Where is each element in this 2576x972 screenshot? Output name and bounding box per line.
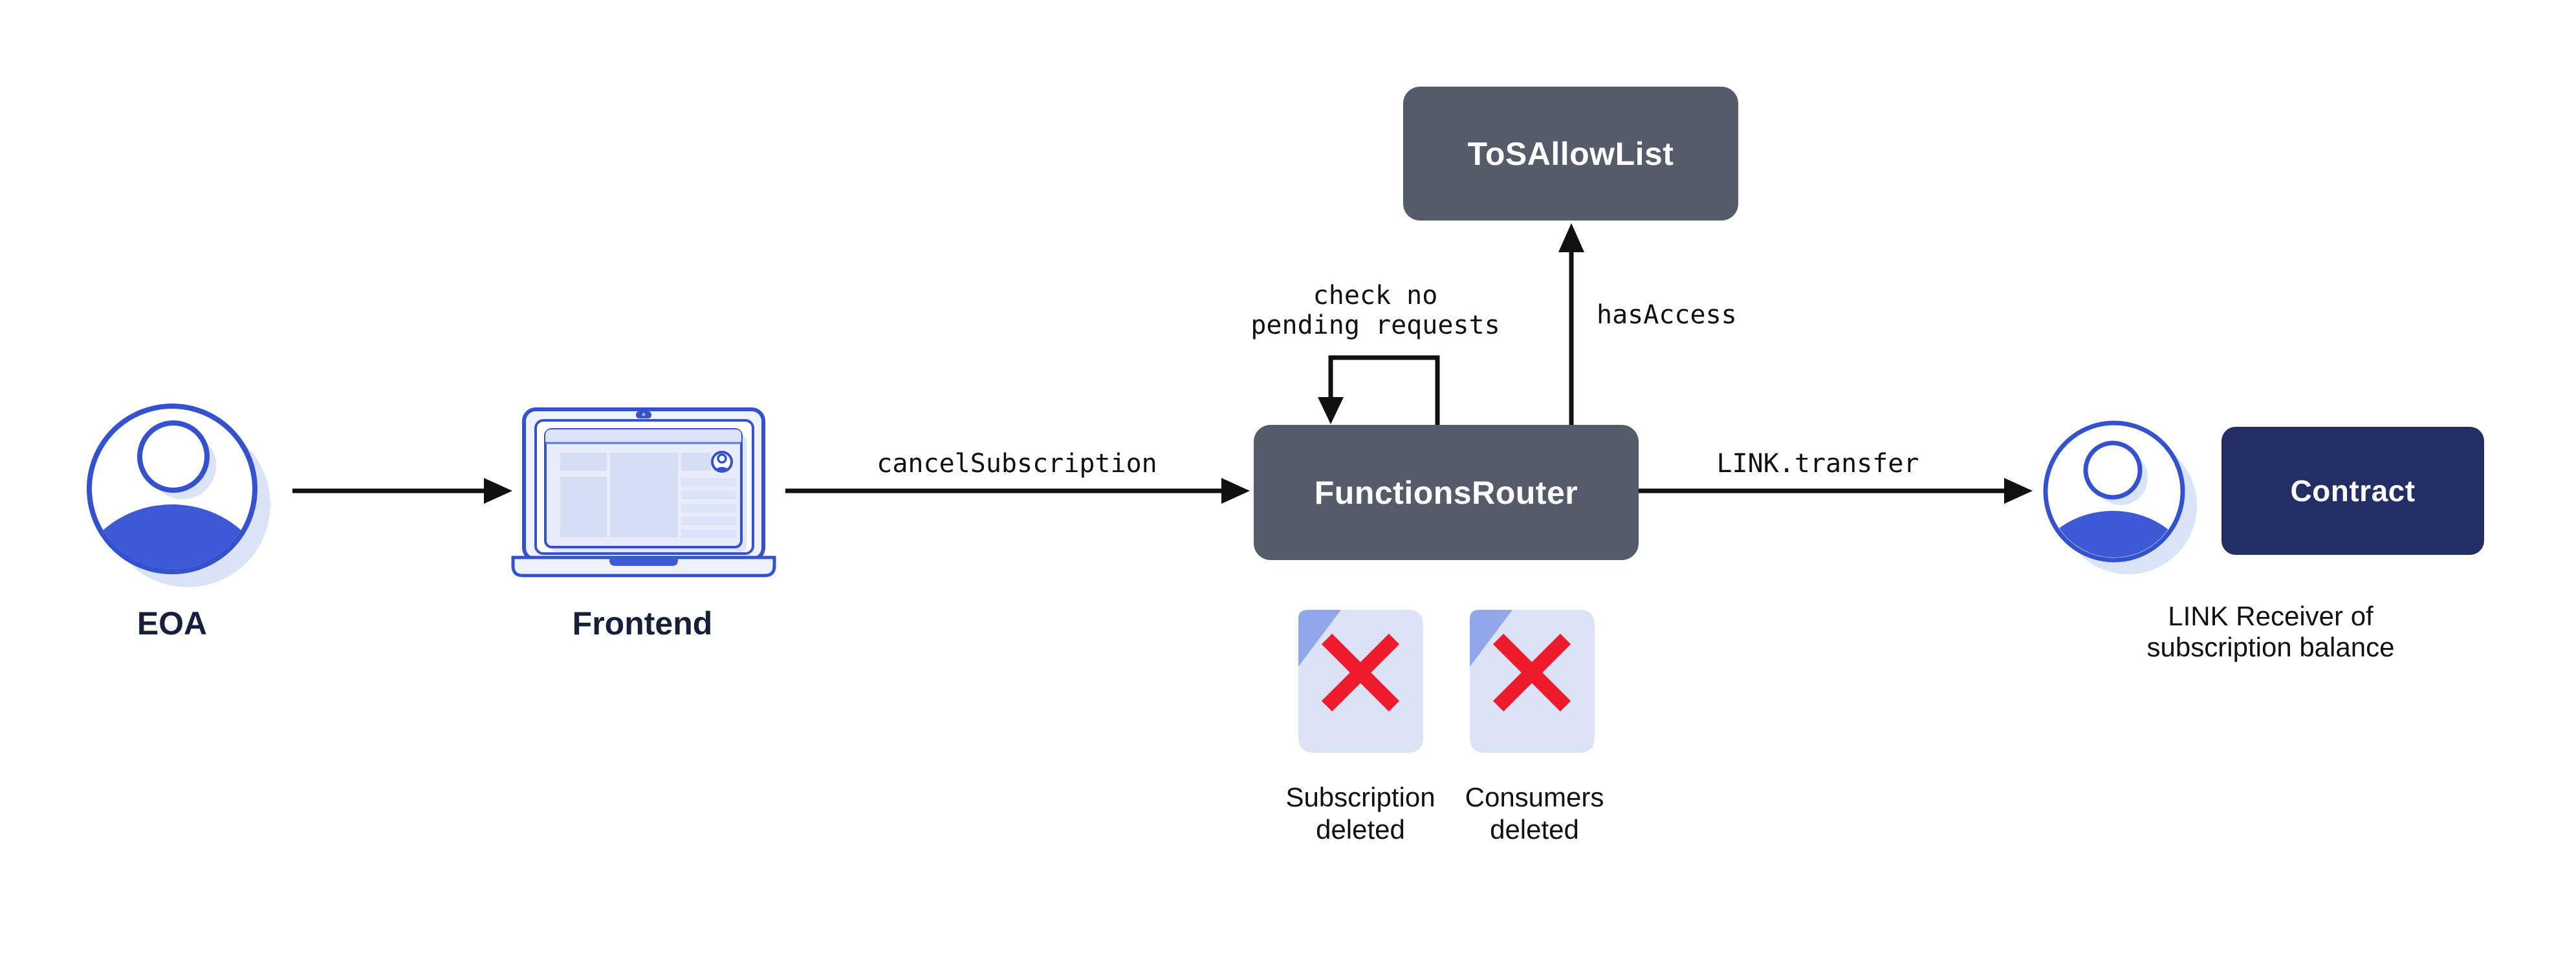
delete-x-icon bbox=[1321, 633, 1400, 712]
edge-label-has-access: hasAccess bbox=[1597, 300, 1737, 330]
consumers-deleted-label: Consumers deleted bbox=[1437, 781, 1632, 846]
frontend-label: Frontend bbox=[572, 605, 713, 642]
consumers-deleted-doc-icon bbox=[1470, 610, 1595, 753]
frontend-laptop-icon bbox=[511, 407, 776, 578]
contract-node: Contract bbox=[2221, 427, 2484, 555]
receiver-caption: LINK Receiver of subscription balance bbox=[2102, 601, 2439, 663]
edge-label-cancel-subscription: cancelSubscription bbox=[877, 449, 1157, 479]
tos-allow-list-label: ToSAllowList bbox=[1467, 135, 1674, 172]
functions-router-node: FunctionsRouter bbox=[1254, 425, 1639, 560]
edge-label-line2: pending requests bbox=[1250, 310, 1500, 340]
subscription-deleted-label: Subscription deleted bbox=[1263, 781, 1457, 846]
arrow-router-to-receiver bbox=[1639, 478, 2033, 504]
arrow-frontend-to-router bbox=[785, 478, 1250, 504]
delete-x-icon bbox=[1492, 633, 1571, 712]
contract-label: Contract bbox=[2290, 474, 2416, 508]
browser-user-avatar-icon bbox=[711, 451, 733, 473]
subscription-deleted-doc-icon bbox=[1298, 610, 1423, 753]
tos-allow-list-node: ToSAllowList bbox=[1403, 87, 1738, 221]
functions-router-label: FunctionsRouter bbox=[1314, 474, 1578, 511]
consumers-deleted-line2: deleted bbox=[1490, 814, 1579, 845]
receiver-caption-line1: LINK Receiver of bbox=[2168, 601, 2374, 631]
edge-label-link-transfer: LINK.transfer bbox=[1716, 449, 1919, 479]
subscription-deleted-line2: deleted bbox=[1316, 814, 1405, 845]
arrow-router-to-tos bbox=[1558, 223, 1584, 425]
receiver-avatar-icon bbox=[2043, 420, 2197, 574]
arrow-eoa-to-frontend bbox=[292, 478, 512, 504]
consumers-deleted-line1: Consumers bbox=[1465, 782, 1604, 812]
eoa-avatar-icon bbox=[87, 404, 270, 587]
subscription-deleted-line1: Subscription bbox=[1285, 782, 1435, 812]
eoa-label: EOA bbox=[136, 605, 208, 642]
edge-label-line1: check no bbox=[1313, 281, 1438, 310]
edge-label-check-no-pending: check no pending requests bbox=[1227, 281, 1524, 340]
receiver-caption-line2: subscription balance bbox=[2146, 632, 2395, 662]
router-self-loop-arrow bbox=[1318, 355, 1440, 425]
